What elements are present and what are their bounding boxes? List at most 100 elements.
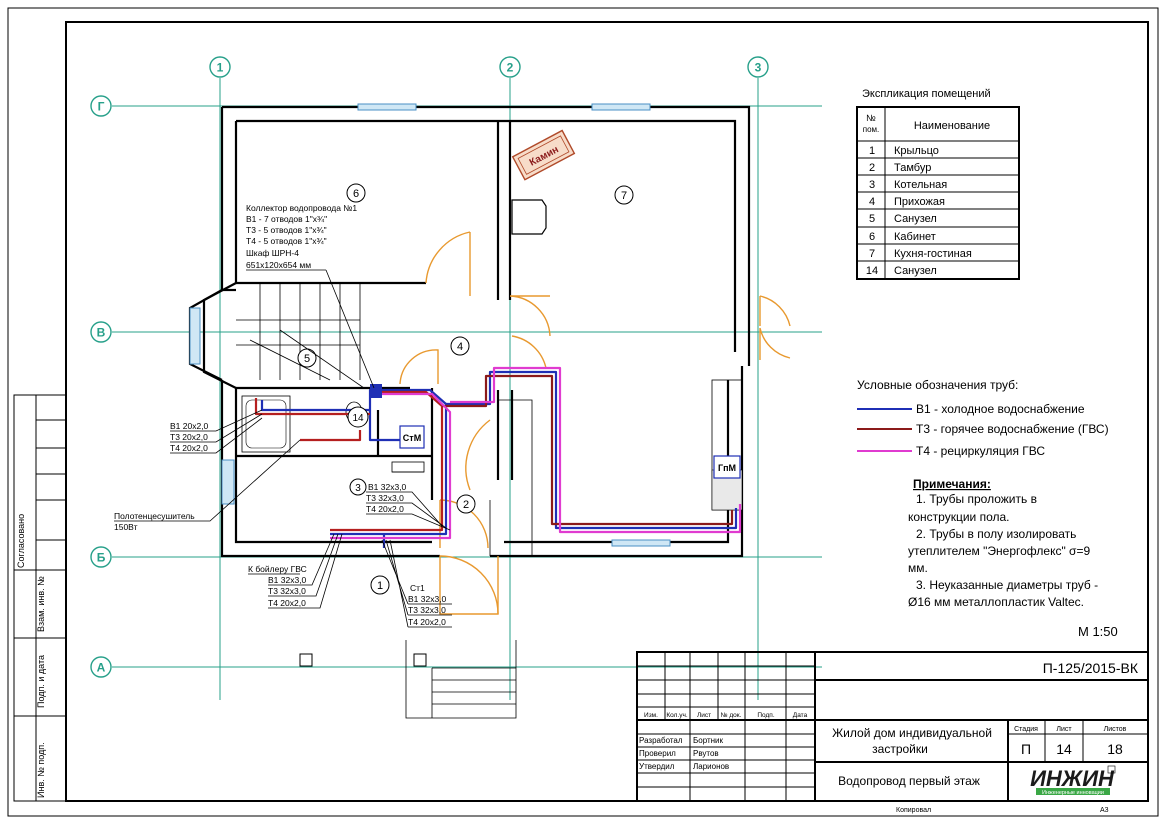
svg-text:Прихожая: Прихожая	[894, 196, 945, 208]
svg-text:пом.: пом.	[863, 125, 880, 134]
collector-gm: ГпМ	[713, 455, 741, 479]
svg-text:№ док.: № док.	[721, 712, 742, 719]
svg-text:Т4 20х2,0: Т4 20х2,0	[170, 443, 208, 453]
svg-text:651х120х654 мм: 651х120х654 мм	[246, 260, 311, 270]
svg-text:Шкаф ШРН-4: Шкаф ШРН-4	[246, 248, 299, 258]
svg-text:Котельная: Котельная	[894, 179, 947, 191]
room-2: 2	[456, 494, 476, 514]
svg-text:1: 1	[869, 145, 875, 157]
svg-text:Кухня-гостиная: Кухня-гостиная	[894, 248, 972, 260]
svg-text:Наименование: Наименование	[914, 120, 990, 132]
svg-text:Утвердил: Утвердил	[639, 762, 675, 771]
svg-text:Т3 20х2,0: Т3 20х2,0	[170, 432, 208, 442]
svg-text:14: 14	[866, 265, 878, 277]
svg-text:Лист: Лист	[697, 712, 711, 719]
svg-text:№: №	[866, 113, 876, 123]
svg-text:Т3 - 5 отводов 1"х¾": Т3 - 5 отводов 1"х¾"	[246, 225, 327, 235]
svg-text:Т4 20х2,0: Т4 20х2,0	[268, 598, 306, 608]
svg-text:2: 2	[463, 499, 469, 511]
svg-text:Т3 32х3,0: Т3 32х3,0	[366, 493, 404, 503]
stage-value: П	[1021, 741, 1031, 757]
svg-text:7: 7	[869, 248, 875, 260]
svg-text:7: 7	[621, 190, 627, 202]
explication-table: Экспликация помещений № пом. Наименовани…	[856, 88, 1020, 280]
svg-text:Листов: Листов	[1104, 726, 1127, 733]
side-label-replaced: Взам. инв. №	[36, 576, 46, 632]
svg-text:5: 5	[869, 213, 875, 225]
sheet-outer-frame	[7, 7, 1159, 817]
collector-annotation: Коллектор водопровода №1 В1 - 7 отводов …	[246, 203, 375, 389]
svg-text:Изм.: Изм.	[644, 712, 658, 719]
axis-marker-g: Г	[90, 95, 112, 117]
room-14: 14	[347, 406, 369, 428]
svg-text:3: 3	[755, 61, 762, 75]
svg-text:Б: Б	[97, 551, 106, 565]
svg-text:Т3 32х3,0: Т3 32х3,0	[408, 605, 446, 615]
svg-text:Т4 20х2,0: Т4 20х2,0	[408, 617, 446, 627]
pipe-legend: Условные обозначения труб: В1 - холодное…	[857, 378, 1109, 458]
svg-text:1: 1	[377, 580, 383, 592]
legend-item-b1: В1 - холодное водоснабжение	[916, 402, 1085, 416]
title-block: Изм. Кол.уч. Лист № док. Подп. Дата Разр…	[636, 651, 1149, 814]
document-code: П-125/2015-ВК	[1043, 660, 1139, 676]
svg-text:Т4 20х2,0: Т4 20х2,0	[366, 504, 404, 514]
svg-text:Лист: Лист	[1056, 726, 1072, 733]
svg-text:Крыльцо: Крыльцо	[894, 145, 939, 157]
scale-label: М 1:50	[1078, 624, 1118, 639]
svg-text:Проверил: Проверил	[639, 749, 676, 758]
svg-text:1. Трубы проложить в: 1. Трубы проложить в	[916, 492, 1037, 506]
sheet-value: 14	[1056, 741, 1072, 757]
company-logo: ИНЖИН Инженерные инновации	[1030, 765, 1118, 797]
svg-text:Разработал: Разработал	[639, 736, 683, 745]
svg-text:2: 2	[869, 162, 875, 174]
format-label: А3	[1100, 807, 1109, 814]
svg-text:В: В	[97, 326, 106, 340]
svg-text:Бортник: Бортник	[693, 736, 724, 745]
collector-cm: СтМ	[399, 425, 425, 449]
axis-marker-b: Б	[90, 546, 112, 568]
svg-text:В1 20х2,0: В1 20х2,0	[170, 421, 209, 431]
svg-text:3. Неуказанные диаметры труб -: 3. Неуказанные диаметры труб -	[916, 578, 1098, 592]
svg-text:Т4 - 5 отводов 1"х¾": Т4 - 5 отводов 1"х¾"	[246, 236, 327, 246]
legend-item-t4: Т4 - рециркуляция ГВС	[916, 444, 1045, 458]
svg-text:застройки: застройки	[872, 742, 928, 756]
svg-text:В1 32х3,0: В1 32х3,0	[408, 594, 447, 604]
svg-text:А: А	[97, 661, 106, 675]
svg-text:ИНЖИН: ИНЖИН	[1030, 766, 1115, 791]
svg-text:4: 4	[457, 341, 463, 353]
svg-text:Г: Г	[98, 100, 105, 114]
svg-text:6: 6	[353, 188, 359, 200]
svg-text:Ларионов: Ларионов	[693, 762, 729, 771]
st1-labels: Ст1 В1 32х3,0 Т3 32х3,0 Т4 20х2,0	[381, 539, 452, 628]
drawing-title: Водопровод первый этаж	[838, 774, 980, 788]
legend-title: Условные обозначения труб:	[857, 378, 1018, 392]
svg-text:СтМ: СтМ	[403, 433, 421, 443]
svg-text:Коллектор водопровода №1: Коллектор водопровода №1	[246, 203, 357, 213]
room-4: 4	[450, 336, 470, 356]
svg-text:конструкции пола.: конструкции пола.	[908, 510, 1010, 524]
riser-3-labels: 3 В1 32х3,0 Т3 32х3,0 Т4 20х2,0	[349, 478, 451, 531]
legend-item-t3: Т3 - горячее водоснабжение (ГВС)	[916, 422, 1109, 436]
towel-warmer-label: Полотенцесушитель	[114, 511, 195, 521]
axis-marker-2: 2	[499, 56, 521, 78]
svg-text:утеплителем "Энергофлекс" σ=9: утеплителем "Энергофлекс" σ=9	[908, 544, 1090, 558]
svg-text:Стадия: Стадия	[1014, 726, 1038, 733]
svg-text:6: 6	[869, 231, 875, 243]
svg-text:Инженерные инновации: Инженерные инновации	[1042, 790, 1104, 796]
svg-text:В1 - 7 отводов 1"х¾": В1 - 7 отводов 1"х¾"	[246, 214, 327, 224]
svg-text:Кол.уч.: Кол.уч.	[666, 712, 687, 719]
side-label-inv: Инв. № подп.	[36, 742, 46, 798]
svg-text:4: 4	[869, 196, 875, 208]
axis-marker-a: А	[90, 656, 112, 678]
fireplace: Камин	[511, 129, 576, 181]
svg-text:150Вт: 150Вт	[114, 522, 138, 532]
svg-text:3: 3	[869, 179, 875, 191]
axis-marker-v: В	[90, 321, 112, 343]
axis-marker-1: 1	[209, 56, 231, 78]
room-5: 5	[297, 348, 317, 368]
svg-text:Санузел: Санузел	[894, 265, 937, 277]
room-numbers: 1 2 4 5 6 7 14	[297, 183, 634, 595]
svg-text:Ст1: Ст1	[410, 583, 425, 593]
room-7: 7	[614, 185, 634, 205]
